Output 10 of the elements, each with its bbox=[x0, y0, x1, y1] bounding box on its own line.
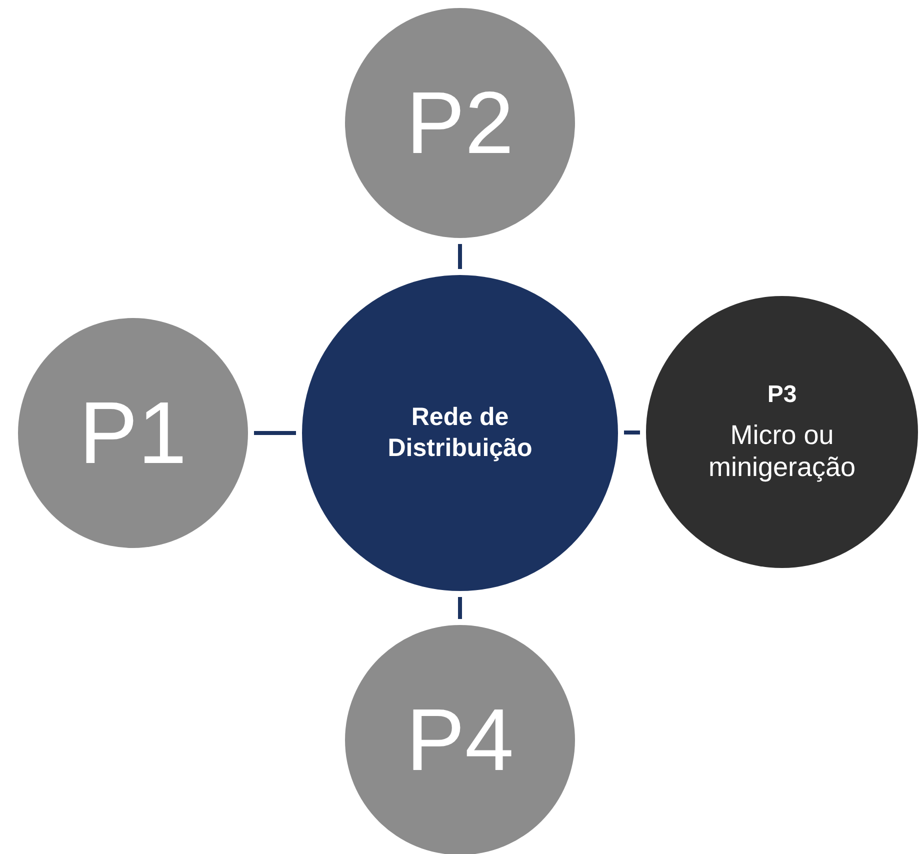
connector-line bbox=[624, 430, 640, 434]
node-label: Rede de Distribuição bbox=[386, 402, 534, 464]
node-label: P2 bbox=[406, 79, 514, 167]
node-label: P4 bbox=[406, 696, 514, 784]
node-label: P1 bbox=[79, 389, 187, 477]
node-label: Micro ou minigeração bbox=[707, 418, 857, 484]
connector-line bbox=[458, 244, 462, 269]
connector-line bbox=[254, 431, 296, 435]
connector-line bbox=[458, 597, 462, 619]
node-heading: P3 bbox=[767, 380, 797, 409]
